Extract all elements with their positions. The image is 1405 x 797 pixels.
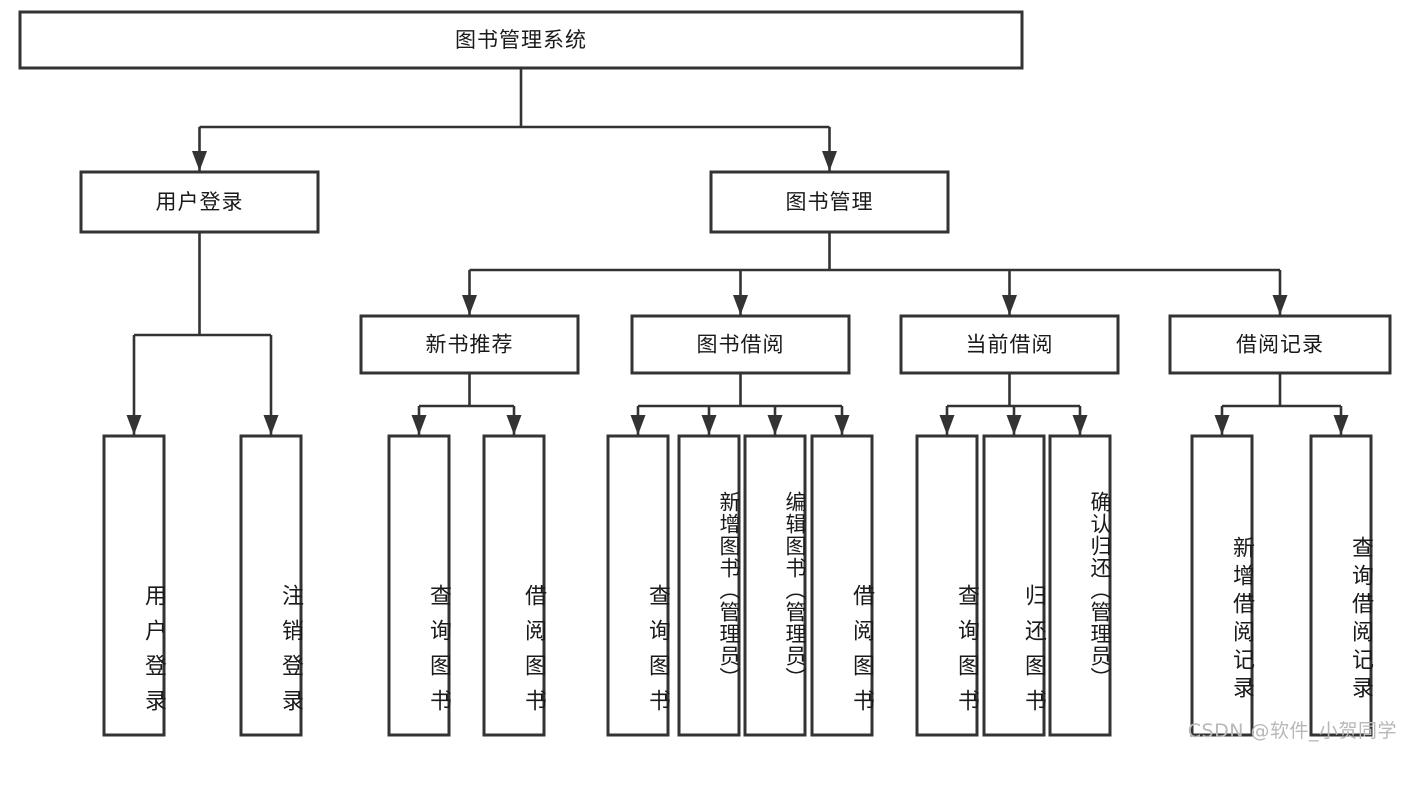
arrow-head	[1006, 415, 1022, 435]
node-rect[interactable]	[1168, 314, 1392, 375]
node-rect[interactable]	[1048, 434, 1112, 737]
arrow-head	[126, 415, 142, 435]
node-leaf-5[interactable]	[677, 434, 741, 737]
node-rect[interactable]	[1190, 434, 1254, 737]
arrow-head	[411, 415, 427, 435]
arrow-head	[1002, 295, 1017, 315]
node-rect[interactable]	[102, 434, 166, 737]
arrow-head	[1214, 415, 1230, 435]
node-leaf-8[interactable]	[915, 434, 979, 737]
node-rect[interactable]	[387, 434, 451, 737]
node-rect[interactable]	[482, 434, 546, 737]
arrow-head	[767, 415, 783, 435]
node-leaf-10[interactable]	[1048, 434, 1112, 737]
node-rect[interactable]	[239, 434, 303, 737]
node-level1-1[interactable]	[709, 170, 950, 234]
arrow-head	[701, 415, 717, 435]
watermark-text: CSDN @软件_小贺同学	[1187, 720, 1397, 742]
arrow-head	[263, 415, 279, 435]
arrow-head	[506, 415, 522, 435]
node-label-root-0: 图书管理系统	[455, 28, 587, 52]
node-rect[interactable]	[79, 170, 320, 234]
node-level1-0[interactable]	[79, 170, 320, 234]
node-label-level1-0: 用户登录	[156, 190, 244, 214]
node-level2-2[interactable]	[899, 314, 1120, 375]
node-leaf-6[interactable]	[743, 434, 807, 737]
node-label-level2-3: 借阅记录	[1236, 333, 1324, 357]
node-rect[interactable]	[677, 434, 741, 737]
node-level2-0[interactable]	[359, 314, 580, 375]
node-level2-1[interactable]	[630, 314, 851, 375]
node-label-level2-2: 当前借阅	[966, 333, 1054, 357]
node-root-0[interactable]	[18, 10, 1024, 70]
node-rect[interactable]	[18, 10, 1024, 70]
node-rect[interactable]	[982, 434, 1046, 737]
node-leaf-4[interactable]	[606, 434, 670, 737]
arrow-head	[834, 415, 850, 435]
node-box-layer	[18, 10, 1392, 737]
node-rect[interactable]	[810, 434, 874, 737]
arrow-head	[1072, 415, 1088, 435]
arrow-head	[939, 415, 955, 435]
node-rect[interactable]	[630, 314, 851, 375]
node-label-level1-1: 图书管理	[786, 190, 874, 214]
node-rect[interactable]	[709, 170, 950, 234]
arrow-head	[822, 151, 837, 171]
arrow-head	[192, 151, 207, 171]
node-leaf-1[interactable]	[239, 434, 303, 737]
node-leaf-3[interactable]	[482, 434, 546, 737]
node-rect[interactable]	[899, 314, 1120, 375]
node-rect[interactable]	[1309, 434, 1373, 737]
node-level2-3[interactable]	[1168, 314, 1392, 375]
flowchart-canvas: 图书管理系统用户登录图书管理新书推荐图书借阅当前借阅借阅记录 用户登录注销登录查…	[18, 10, 1397, 742]
arrow-head	[733, 295, 748, 315]
arrow-head	[1272, 295, 1288, 315]
node-leaf-11[interactable]	[1190, 434, 1254, 737]
node-leaf-7[interactable]	[810, 434, 874, 737]
node-rect[interactable]	[743, 434, 807, 737]
arrow-head	[462, 295, 477, 315]
node-leaf-12[interactable]	[1309, 434, 1373, 737]
node-leaf-9[interactable]	[982, 434, 1046, 737]
node-rect[interactable]	[915, 434, 979, 737]
node-label-level2-1: 图书借阅	[697, 333, 785, 357]
node-label-level2-0: 新书推荐	[426, 333, 514, 357]
arrow-head	[1333, 415, 1349, 435]
node-rect[interactable]	[359, 314, 580, 375]
node-leaf-2[interactable]	[387, 434, 451, 737]
node-leaf-0[interactable]	[102, 434, 166, 737]
arrow-head	[630, 415, 646, 435]
node-rect[interactable]	[606, 434, 670, 737]
connector-layer	[126, 68, 1349, 435]
